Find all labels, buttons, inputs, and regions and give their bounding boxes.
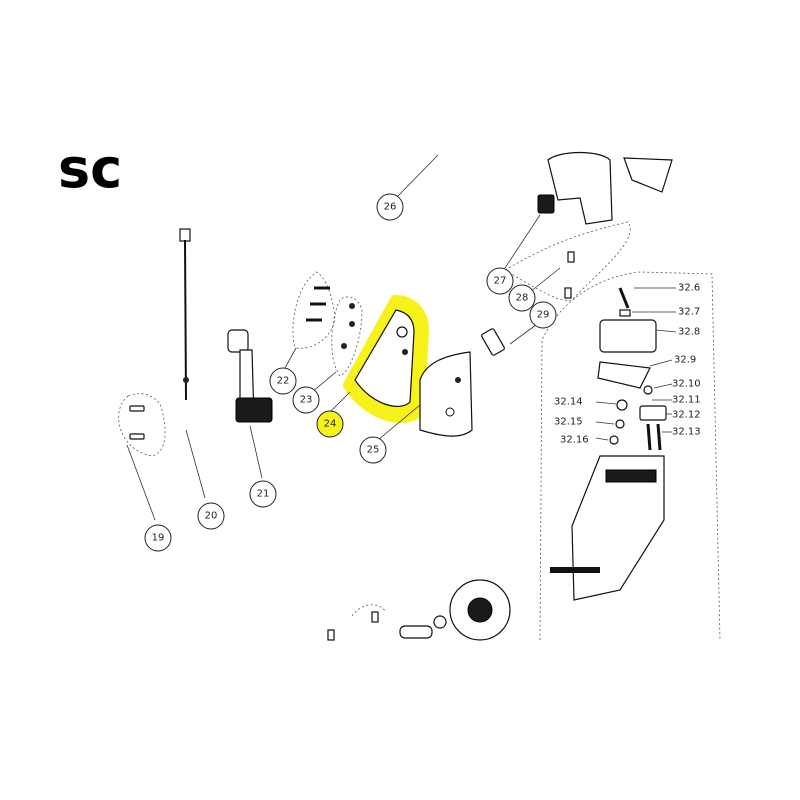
part-19-screws: [118, 393, 166, 521]
label-32-10: 32.10: [672, 379, 701, 390]
part-25-plate: [377, 351, 473, 441]
sub-labels: 32.6 32.7 32.8 32.9 32.10 32.11 32.12 32…: [554, 283, 701, 446]
callout-20: 20: [197, 502, 225, 530]
svg-text:22: 22: [277, 376, 290, 387]
svg-text:24: 24: [324, 419, 337, 430]
label-32-13: 32.13: [672, 427, 701, 438]
svg-text:29: 29: [537, 310, 550, 321]
svg-text:27: 27: [494, 276, 507, 287]
sub-assembly-32: [539, 271, 721, 641]
callout-29: 29: [529, 301, 557, 329]
label-32-14: 32.14: [554, 397, 583, 408]
callout-27: 27: [486, 267, 514, 295]
label-32-6: 32.6: [678, 283, 700, 294]
callout-25: 25: [359, 436, 387, 464]
svg-text:26: 26: [384, 202, 397, 213]
svg-text:19: 19: [152, 533, 165, 544]
svg-text:21: 21: [257, 489, 270, 500]
callout-26: 26: [376, 193, 404, 221]
label-32-16: 32.16: [560, 435, 589, 446]
title-fragment: sc: [58, 137, 122, 200]
callout-19: 19: [144, 524, 172, 552]
label-32-15: 32.15: [554, 417, 583, 428]
label-32-12: 32.12: [672, 410, 701, 421]
label-32-7: 32.7: [678, 307, 700, 318]
callout-24[interactable]: 24: [316, 410, 344, 438]
part-26-leader: [395, 154, 439, 199]
callout-28: 28: [508, 284, 536, 312]
svg-text:25: 25: [367, 445, 380, 456]
part-29-spark-plug: [481, 321, 541, 356]
callout-23: 23: [292, 386, 320, 414]
svg-text:28: 28: [516, 293, 529, 304]
part-27-housing: [504, 151, 673, 301]
part-21-ignition-coil: [227, 329, 273, 479]
svg-text:23: 23: [300, 395, 313, 406]
label-32-8: 32.8: [678, 327, 700, 338]
callout-22: 22: [269, 367, 297, 395]
callout-21: 21: [249, 480, 277, 508]
part-20-cable: [179, 228, 206, 499]
part-23-nuts: [311, 296, 363, 393]
svg-text:20: 20: [205, 511, 218, 522]
flywheel-parts: [327, 579, 511, 641]
part-22-bolts: [284, 271, 336, 369]
label-32-9: 32.9: [674, 355, 696, 366]
label-32-11: 32.11: [672, 395, 701, 406]
